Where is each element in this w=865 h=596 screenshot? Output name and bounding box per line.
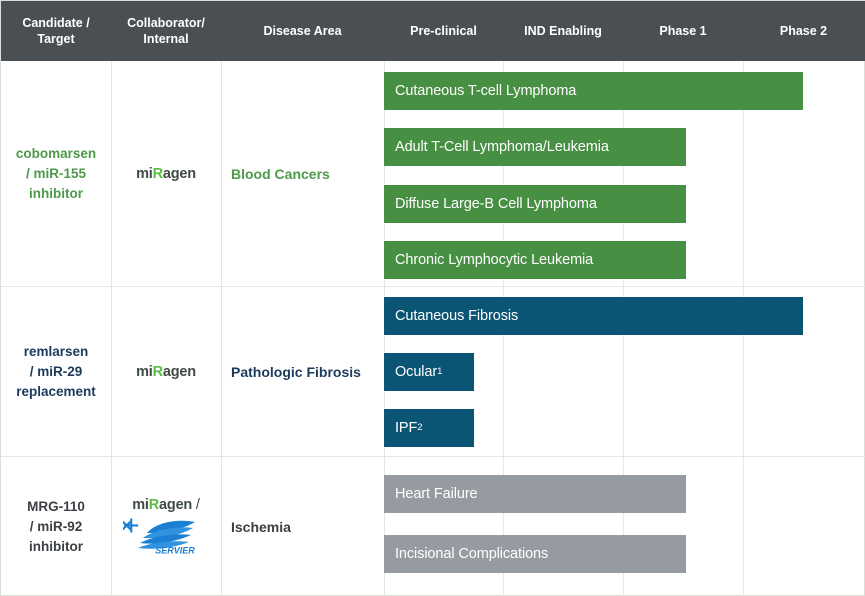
miragen-logo-suffix: agen: [162, 165, 196, 182]
column-header-ind-enabling-label: IND Enabling: [524, 24, 602, 38]
bar-adult-t-cell-lymphoma-leukemia: Adult T-Cell Lymphoma/Leukemia: [384, 128, 686, 166]
column-header-pre-clinical-label: Pre-clinical: [410, 24, 477, 38]
miragen-logo-suffix: agen: [162, 363, 196, 380]
candidate-cell-mrg-110: MRG-110 / miR-92 inhibitor: [1, 457, 111, 596]
column-header-phase-2: Phase 2: [743, 23, 864, 39]
servier-wordmark: SERVIER: [155, 545, 195, 555]
column-header-pre-clinical: Pre-clinical: [384, 23, 503, 39]
candidate-line2: / miR-92: [29, 518, 83, 534]
candidate-line1: remlarsen: [23, 343, 89, 359]
column-header-phase-2-label: Phase 2: [779, 24, 828, 38]
miragen-logo-accent: R: [152, 363, 163, 380]
bar-label: Chronic Lymphocytic Leukemia: [395, 252, 594, 268]
miragen-logo-prefix: mi: [136, 363, 153, 380]
disease-area-label: Blood Cancers: [231, 165, 330, 182]
candidate-line2: / miR-155: [25, 165, 87, 181]
candidate-cell-remlarsen: remlarsen / miR-29 replacement: [1, 287, 111, 456]
miragen-logo-prefix: mi: [132, 496, 149, 513]
disease-area-label: Pathologic Fibrosis: [231, 363, 361, 380]
column-header-disease-area: Disease Area: [221, 23, 384, 39]
gridline-col-candidate: [111, 61, 112, 596]
servier-swoosh-low: [140, 533, 191, 544]
bar-heart-failure: Heart Failure: [384, 475, 686, 513]
servier-star-icon: [123, 518, 139, 532]
disease-area-label: Ischemia: [231, 518, 291, 535]
column-header-collaborator-line2: Internal: [143, 32, 189, 46]
bar-label: Cutaneous Fibrosis: [395, 308, 519, 324]
column-header-candidate-line2: Target: [37, 32, 75, 46]
column-header-candidate-line1: Candidate /: [22, 16, 90, 30]
row-separator-2: [1, 456, 865, 457]
column-header-disease-area-label: Disease Area: [263, 24, 342, 38]
bar-label: Heart Failure: [395, 486, 478, 502]
miragen-logo-suffix: agen: [159, 496, 193, 513]
servier-swoosh-mid: [143, 526, 193, 538]
bar-cutaneous-t-cell-lymphoma: Cutaneous T-cell Lymphoma: [384, 72, 803, 110]
disease-area-cell-pathologic-fibrosis: Pathologic Fibrosis: [221, 287, 384, 456]
miragen-logo: miRagen /: [132, 497, 200, 513]
bar-label: IPF: [395, 420, 418, 436]
disease-area-cell-blood-cancers: Blood Cancers: [221, 61, 384, 286]
bar-diffuse-large-b-cell-lymphoma: Diffuse Large-B Cell Lymphoma: [384, 185, 686, 223]
bar-cutaneous-fibrosis: Cutaneous Fibrosis: [384, 297, 803, 335]
disease-area-cell-ischemia: Ischemia: [221, 457, 384, 596]
servier-logo-mark: SERVIER: [123, 518, 195, 555]
gridline-col-collaborator: [221, 61, 222, 596]
collaborator-cell-row1: miRagen: [111, 61, 221, 286]
table-header: Candidate / Target Collaborator/ Interna…: [1, 1, 865, 61]
candidate-line3: inhibitor: [29, 538, 83, 554]
collaborator-cell-row3: miRagen / SERVIER: [111, 457, 221, 596]
bar-chronic-lymphocytic-leukemia: Chronic Lymphocytic Leukemia: [384, 241, 686, 279]
miragen-logo: miRagen: [136, 166, 196, 182]
bar-label: Cutaneous T-cell Lymphoma: [395, 83, 577, 99]
row-separator-1: [1, 286, 865, 287]
candidate-line3: replacement: [16, 383, 96, 399]
miragen-logo-slash: /: [192, 496, 200, 513]
candidate-line3: inhibitor: [29, 185, 83, 201]
candidate-line1: MRG-110: [27, 498, 85, 514]
column-header-collaborator-line1: Collaborator/: [127, 16, 205, 30]
column-header-phase-1-label: Phase 1: [659, 24, 707, 38]
bar-label: Diffuse Large-B Cell Lymphoma: [395, 196, 597, 212]
miragen-logo: miRagen: [136, 364, 196, 380]
column-header-candidate: Candidate / Target: [1, 15, 111, 47]
miragen-logo-prefix: mi: [136, 165, 153, 182]
servier-logo: SERVIER: [123, 517, 209, 557]
column-header-ind-enabling: IND Enabling: [503, 23, 623, 39]
column-header-collaborator: Collaborator/ Internal: [111, 15, 221, 47]
servier-swoosh-bottom: [138, 540, 189, 549]
bar-label: Ocular: [395, 364, 438, 380]
bar-label: Incisional Complications: [395, 546, 549, 562]
servier-swoosh-top: [147, 520, 195, 533]
candidate-line1: cobomarsen: [15, 145, 97, 161]
column-header-phase-1: Phase 1: [623, 23, 743, 39]
bar-incisional-complications: Incisional Complications: [384, 535, 686, 573]
candidate-cell-cobomarsen: cobomarsen / miR-155 inhibitor: [1, 61, 111, 286]
miragen-logo-accent: R: [152, 165, 163, 182]
collaborator-cell-row2: miRagen: [111, 287, 221, 456]
miragen-logo-accent: R: [148, 496, 160, 513]
candidate-line2: / miR-29: [29, 363, 83, 379]
bar-label: Adult T-Cell Lymphoma/Leukemia: [395, 139, 609, 155]
